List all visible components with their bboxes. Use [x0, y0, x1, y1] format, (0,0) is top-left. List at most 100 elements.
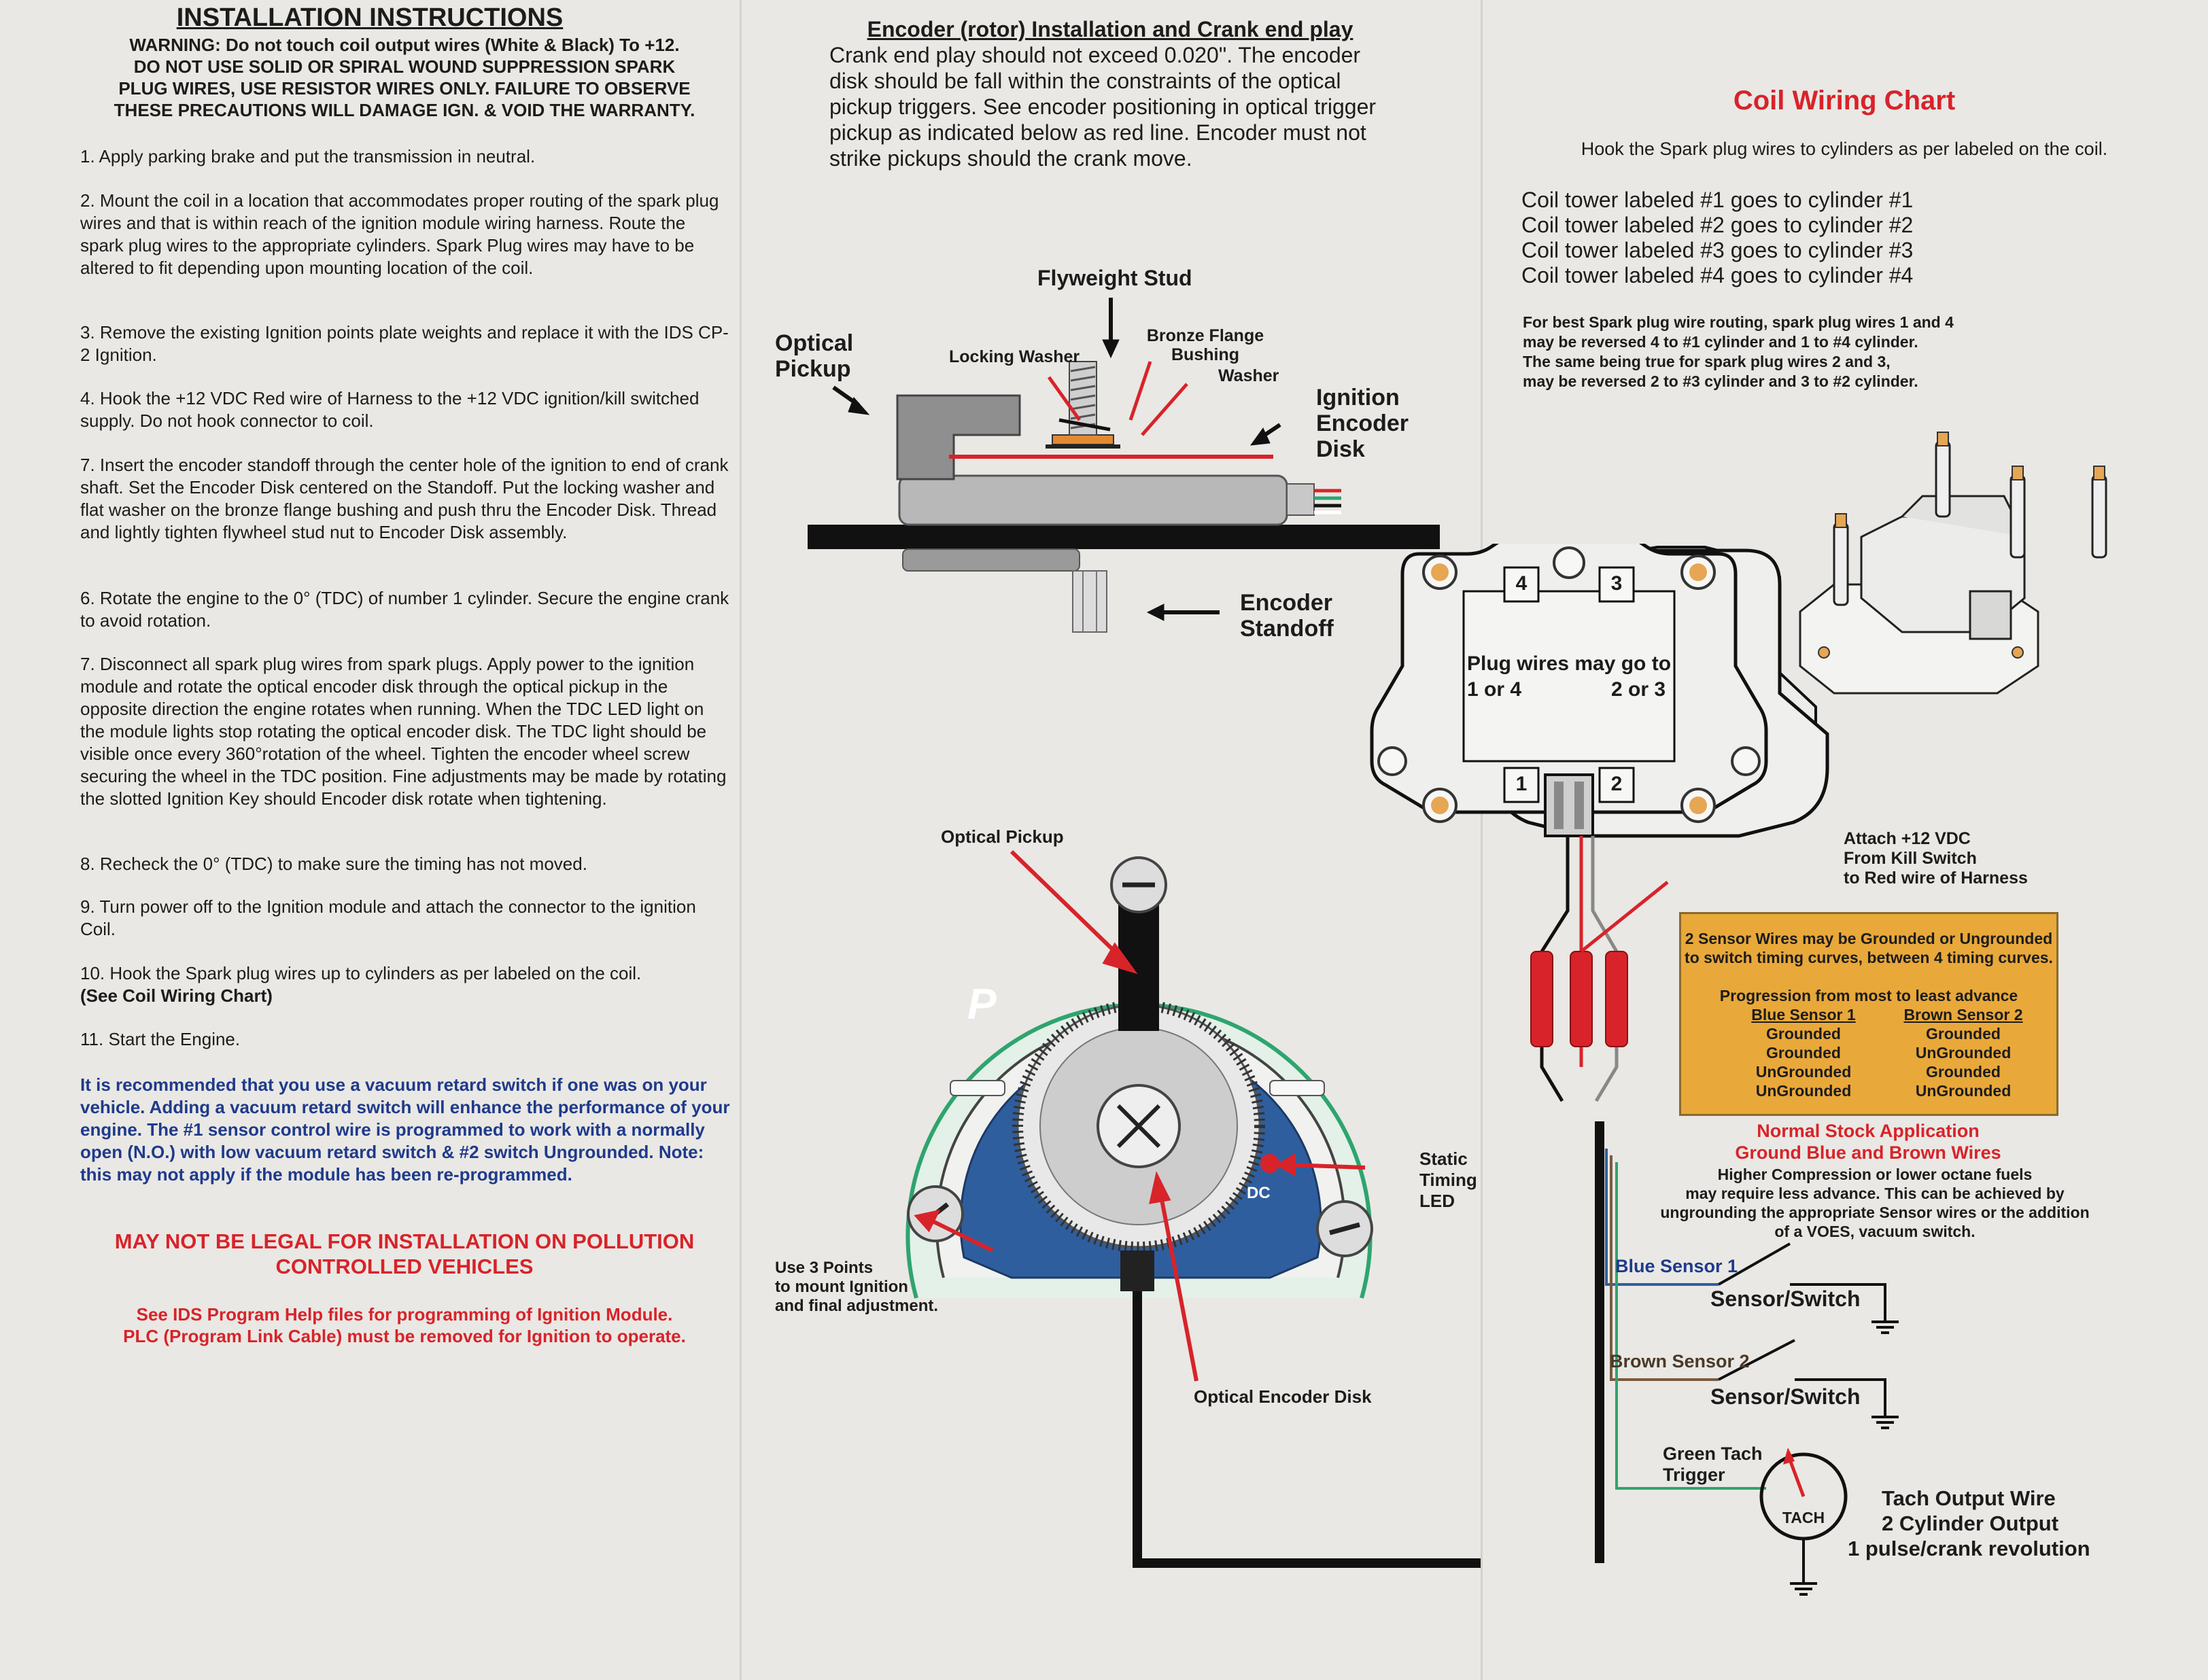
warning-line: WARNING: Do not touch coil output wires …: [129, 35, 680, 55]
brown-sensor-wire: [1610, 1155, 1719, 1381]
flyweight-arrowhead: [1102, 339, 1120, 359]
sensor-options-box: 2 Sensor Wires may be Grounded or Ungrou…: [1679, 912, 2058, 1116]
sensor-cell: UnGrounded: [1915, 1082, 2012, 1100]
step-8: 8. Recheck the 0° (TDC) to make sure the…: [80, 854, 587, 874]
warning-line: PLUG WIRES, USE RESISTOR WIRES ONLY. FAI…: [118, 78, 691, 99]
tach-label: TACH: [1782, 1509, 1825, 1526]
normal-line: Normal Stock Application: [1757, 1121, 1980, 1141]
crimp-connectors: [1530, 951, 1628, 1047]
step-4: 4. Hook the +12 VDC Red wire of Harness …: [80, 388, 700, 431]
step-1: 1. Apply parking brake and put the trans…: [80, 146, 536, 167]
step-2: 2. Mount the coil in a location that acc…: [80, 190, 719, 278]
coil-module: 4 3 1 2 Plug wires may go to 1 or 4 2 or…: [1365, 544, 1773, 843]
locking-washer-arrow: [1047, 376, 1082, 421]
blue-sensor-label: Blue Sensor 1: [1615, 1256, 1738, 1276]
coil-num-4: 4: [1515, 572, 1528, 595]
ids-note: See IDS Program Help files for programmi…: [68, 1303, 741, 1347]
ids-line: PLC (Program Link Cable) must be removed…: [123, 1326, 686, 1346]
encoder-standoff: [1072, 570, 1107, 633]
bronze-flange-label: Bronze Flange Bushing: [1134, 326, 1277, 364]
coil-plug-text: Plug wires may go to: [1466, 652, 1672, 675]
optical-pickup-side: [896, 394, 1021, 480]
harness-cable: [1133, 1291, 1481, 1568]
label-line: Timing LED: [1419, 1170, 1477, 1211]
sensor-switch-1-label: Sensor/Switch: [1710, 1287, 1861, 1311]
label-line: Use 3 Points: [775, 1259, 874, 1277]
step-7: 7. Disconnect all spark plug wires from …: [80, 654, 727, 809]
bronze-bushing-flange: [1052, 434, 1114, 445]
attach-arrow: [1580, 881, 1669, 953]
sensor-cell: UnGrounded: [1755, 1063, 1852, 1081]
routing-line: For best Spark plug wire routing, spark …: [1523, 313, 1954, 331]
module-body: [898, 474, 1288, 526]
flat-washer: [1046, 444, 1120, 449]
legal-line: CONTROLLED VEHICLES: [275, 1255, 534, 1278]
normal-text-line: Higher Compression or lower octane fuels: [1717, 1166, 2033, 1183]
sensor-cell: Grounded: [1766, 1025, 1841, 1043]
mount-hole-top: [1553, 546, 1585, 579]
mount-hole-left: [1377, 746, 1407, 776]
coil-plug-text-left: 1 or 4: [1467, 678, 1522, 701]
side-view-assembly: [808, 361, 1440, 633]
routing-note: For best Spark plug wire routing, spark …: [1523, 313, 1954, 391]
sensor-cell: Grounded: [1926, 1063, 2001, 1081]
attach-12vdc-label: Attach +12 VDC From Kill Switch to Red w…: [1844, 829, 2028, 888]
mount-hole-right: [1731, 746, 1761, 776]
module-underside: [902, 548, 1080, 572]
instructions-panel: INSTALLATION INSTRUCTIONS WARNING: Do no…: [0, 0, 740, 1680]
label-line: 2 Cylinder Output: [1882, 1511, 2059, 1535]
module-top-view: [905, 856, 1481, 1568]
step-5: 7. Insert the encoder standoff through t…: [80, 455, 729, 542]
warning-line: DO NOT USE SOLID OR SPIRAL WOUND SUPPRES…: [133, 56, 676, 77]
tower-line: Coil tower labeled #1 goes to cylinder #…: [1521, 188, 1914, 212]
module-logo: P: [967, 979, 997, 1028]
encoder-standoff-label: Encoder Standoff: [1240, 590, 1334, 642]
coil-panel: Coil Wiring Chart Hook the Spark plug wi…: [1370, 0, 2208, 1680]
attach-line: to Red wire of Harness: [1844, 869, 2028, 888]
label-line: Disk: [1316, 436, 1365, 462]
green-tach-wire: [1615, 1162, 1766, 1490]
switch-1-ground: [1790, 1283, 1886, 1322]
step-6: 6. Rotate the engine to the 0° (TDC) of …: [80, 588, 729, 631]
tower-line: Coil tower labeled #4 goes to cylinder #…: [1521, 263, 1914, 287]
step-10: 10. Hook the Spark plug wires up to cyli…: [80, 963, 642, 983]
warning-block: WARNING: Do not touch coil output wires …: [68, 34, 741, 121]
encoder-text-line: pickup as indicated below as red line. E…: [829, 120, 1366, 145]
sensor-cell: UnGrounded: [1755, 1082, 1852, 1100]
optical-pickup-label: Optical Pickup: [775, 330, 853, 382]
instructions-title: INSTALLATION INSTRUCTIONS: [176, 3, 564, 32]
coil-shape: [1370, 544, 1768, 837]
normal-stock-title: Normal Stock Application Ground Blue and…: [1671, 1120, 2065, 1163]
brown-sensor-head: Brown Sensor 2: [1903, 1006, 2023, 1023]
tach-needle: [1788, 1459, 1806, 1497]
label-line: Green Tach: [1663, 1443, 1763, 1464]
label-line: Trigger: [1663, 1465, 1725, 1485]
tower-2-box: [1598, 767, 1635, 803]
switch-1-lever: [1718, 1242, 1791, 1286]
label-line: and final adjustment.: [775, 1297, 939, 1315]
blue-sensor-col: Blue Sensor 1 Grounded Grounded UnGround…: [1742, 1005, 1865, 1100]
blue-sensor-wire: [1605, 1149, 1719, 1286]
led-arrow: [1290, 1163, 1366, 1170]
tach-output-label-3: 1 pulse/crank revolution: [1848, 1537, 2090, 1560]
sensor-box-line: 2 Sensor Wires may be Grounded or Ungrou…: [1685, 930, 2053, 947]
attach-line: Attach +12 VDC: [1844, 829, 1971, 848]
brown-sensor-col: Brown Sensor 2 Grounded UnGrounded Groun…: [1899, 1005, 2028, 1100]
vacuum-note: It is recommended that you use a vacuum …: [80, 1074, 730, 1185]
locking-washer: [1058, 418, 1111, 432]
coil-center-panel: [1462, 590, 1676, 763]
coil-plug-text-right: 2 or 3: [1611, 678, 1666, 701]
label-line: Optical: [775, 330, 854, 356]
coil-chart-intro: Hook the Spark plug wires to cylinders a…: [1581, 139, 2108, 159]
step-3: 3. Remove the existing Ignition points p…: [80, 322, 729, 365]
sensor-switch-2-label: Sensor/Switch: [1710, 1384, 1861, 1409]
disk-arrow-red: [1159, 1195, 1198, 1382]
step-9: 9. Turn power off to the Ignition module…: [80, 896, 696, 939]
optical-encoder-disk-label: Optical Encoder Disk: [1194, 1386, 1372, 1407]
coil-num-2: 2: [1610, 773, 1623, 795]
static-timing-led-label: Static Timing LED: [1419, 1149, 1481, 1212]
normal-text-line: may require less advance. This can be ac…: [1685, 1185, 2065, 1202]
label-line: Bronze Flange: [1146, 326, 1264, 345]
attach-line: From Kill Switch: [1844, 849, 1977, 868]
tower-4-box: [1503, 566, 1540, 603]
